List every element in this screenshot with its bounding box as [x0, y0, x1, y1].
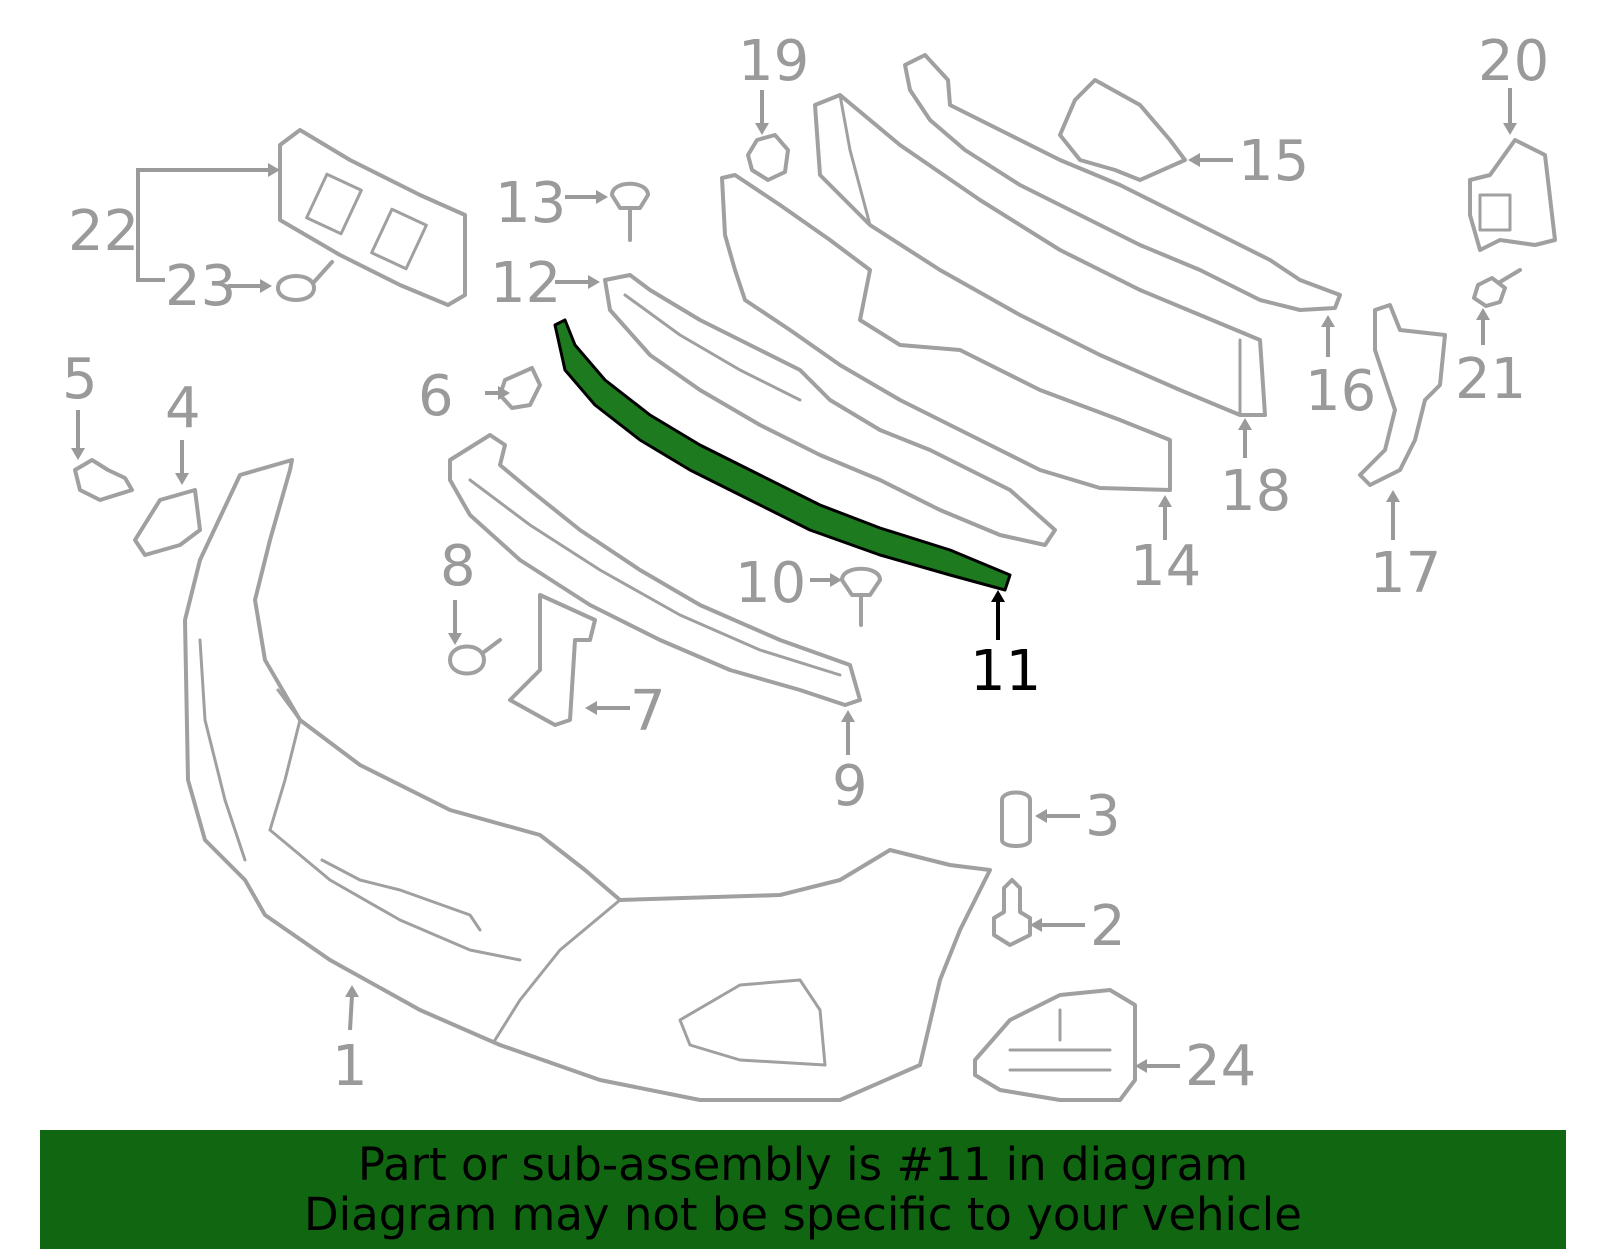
callout-10: 10 [735, 551, 806, 616]
callout-9: 9 [832, 754, 868, 819]
callout-arrows [71, 88, 1517, 1073]
part-12-upper-bracket [603, 273, 1057, 547]
part-7-bracket [508, 593, 597, 727]
callout-1: 1 [332, 1034, 368, 1099]
callout-13: 13 [495, 171, 566, 236]
part-5-clip [73, 458, 134, 502]
part-3-plug [1000, 790, 1032, 848]
callout-11: 11 [970, 639, 1041, 704]
callout-8: 8 [440, 534, 476, 599]
part-20-mount-bracket [1468, 138, 1557, 252]
callout-15: 15 [1238, 129, 1309, 194]
part-15-cover [1058, 78, 1187, 182]
part-17-side-bracket [1358, 303, 1447, 487]
callout-20: 20 [1478, 29, 1549, 94]
callout-17: 17 [1370, 541, 1441, 606]
part-21-bolt [1472, 268, 1522, 308]
callout-12: 12 [490, 251, 561, 316]
callout-24: 24 [1185, 1034, 1256, 1099]
part-16-reinforcement [903, 53, 1342, 312]
callout-6: 6 [418, 364, 454, 429]
banner-line-part-number: Part or sub-assembly is #11 in diagram [357, 1138, 1249, 1191]
part-19-nut [746, 133, 790, 182]
callout-2: 2 [1090, 894, 1126, 959]
callout-19: 19 [738, 29, 809, 94]
callout-22: 22 [68, 199, 139, 264]
part-1-bumper-cover [183, 458, 992, 1102]
callout-5: 5 [62, 347, 98, 412]
callout-16: 16 [1305, 359, 1376, 424]
callout-4: 4 [165, 376, 201, 441]
part-13-screw [610, 181, 650, 242]
callout-23: 23 [165, 254, 236, 319]
callout-3: 3 [1085, 784, 1121, 849]
part-4-bracket [133, 488, 202, 557]
callout-labels: 1 2 3 4 5 6 7 8 9 10 11 12 13 14 15 16 1… [62, 29, 1549, 1099]
callout-21: 21 [1455, 347, 1526, 412]
info-banner: Part or sub-assembly is #11 in diagram D… [40, 1130, 1566, 1249]
part-22-license-bracket [278, 128, 467, 307]
part-9-absorber [448, 433, 862, 707]
callout-7: 7 [630, 679, 666, 744]
part-6-clip [498, 366, 542, 410]
part-18-bumper-beam [813, 93, 1267, 417]
part-10-bolt [840, 566, 882, 627]
callout-14: 14 [1130, 534, 1201, 599]
part-8-bolt [448, 638, 502, 676]
part-24-fog-cover [973, 988, 1137, 1102]
part-23-screw [276, 260, 334, 302]
banner-line-disclaimer: Diagram may not be specific to your vehi… [304, 1188, 1302, 1241]
part-14-absorber-panel [720, 173, 1172, 492]
part-11-strip [553, 318, 1012, 592]
callout-18: 18 [1220, 459, 1291, 524]
part-2-bolt [992, 878, 1032, 947]
